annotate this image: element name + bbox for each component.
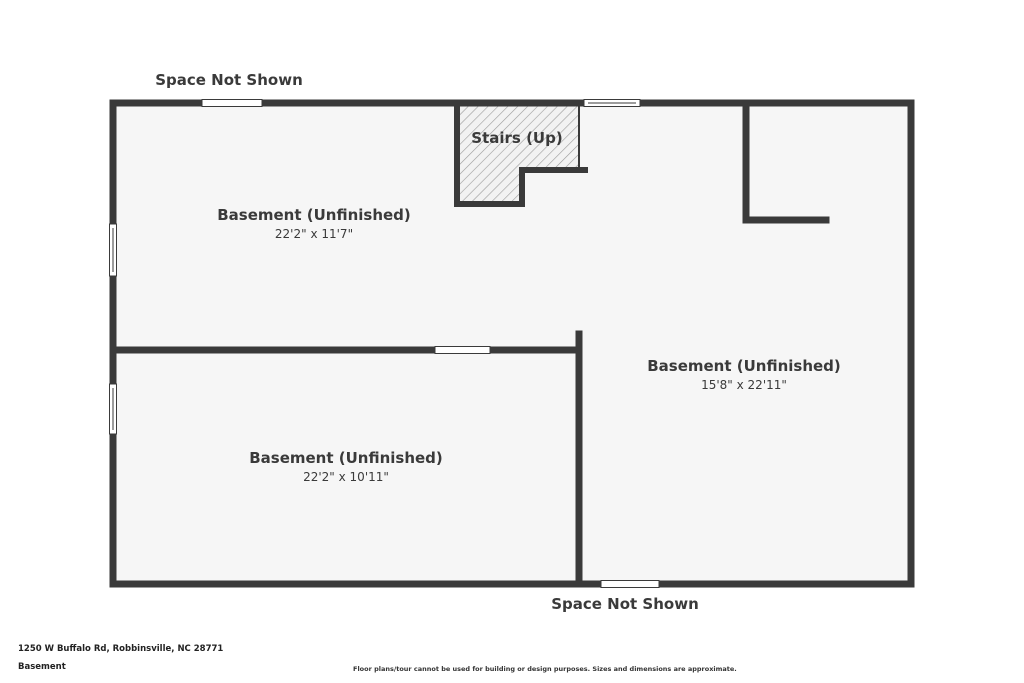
windows bbox=[109, 99, 660, 588]
stairs-label: Stairs (Up) bbox=[471, 129, 562, 147]
disclaimer: Floor plans/tour cannot be used for buil… bbox=[353, 665, 737, 673]
property-address: 1250 W Buffalo Rd, Robbinsville, NC 2877… bbox=[18, 644, 224, 654]
window-bottom bbox=[600, 580, 660, 588]
room-1-dimensions: 22'2" x 11'7" bbox=[275, 227, 353, 241]
room-2-dimensions: 15'8" x 22'11" bbox=[701, 378, 787, 392]
window-top-left bbox=[201, 99, 263, 107]
room-2-name: Basement (Unfinished) bbox=[647, 357, 841, 375]
room-3-dimensions: 22'2" x 10'11" bbox=[303, 470, 389, 484]
room-3-name: Basement (Unfinished) bbox=[249, 449, 443, 467]
floor-level-label: Basement bbox=[18, 662, 66, 672]
space-not-shown-bottom: Space Not Shown bbox=[551, 595, 699, 613]
stair-wall-outline bbox=[454, 106, 588, 207]
stairs-area bbox=[459, 106, 578, 202]
room-1-name: Basement (Unfinished) bbox=[217, 206, 411, 224]
stair-walls bbox=[454, 106, 588, 207]
space-not-shown-top: Space Not Shown bbox=[155, 71, 303, 89]
opening-interior bbox=[434, 346, 491, 354]
